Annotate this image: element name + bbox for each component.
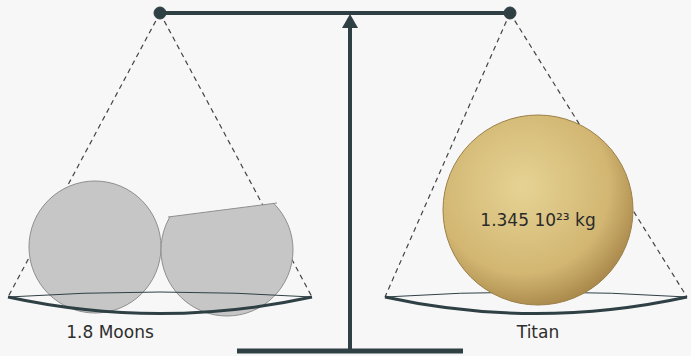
pan-label: 1.8 Moons bbox=[66, 322, 154, 342]
moon-circle: 1.345 10²³ kg bbox=[442, 114, 634, 306]
left-pan bbox=[8, 292, 312, 314]
moon-partial bbox=[161, 184, 293, 316]
pan-label: Titan bbox=[517, 322, 559, 342]
mass-value: 1.345 10²³ kg bbox=[480, 210, 595, 230]
